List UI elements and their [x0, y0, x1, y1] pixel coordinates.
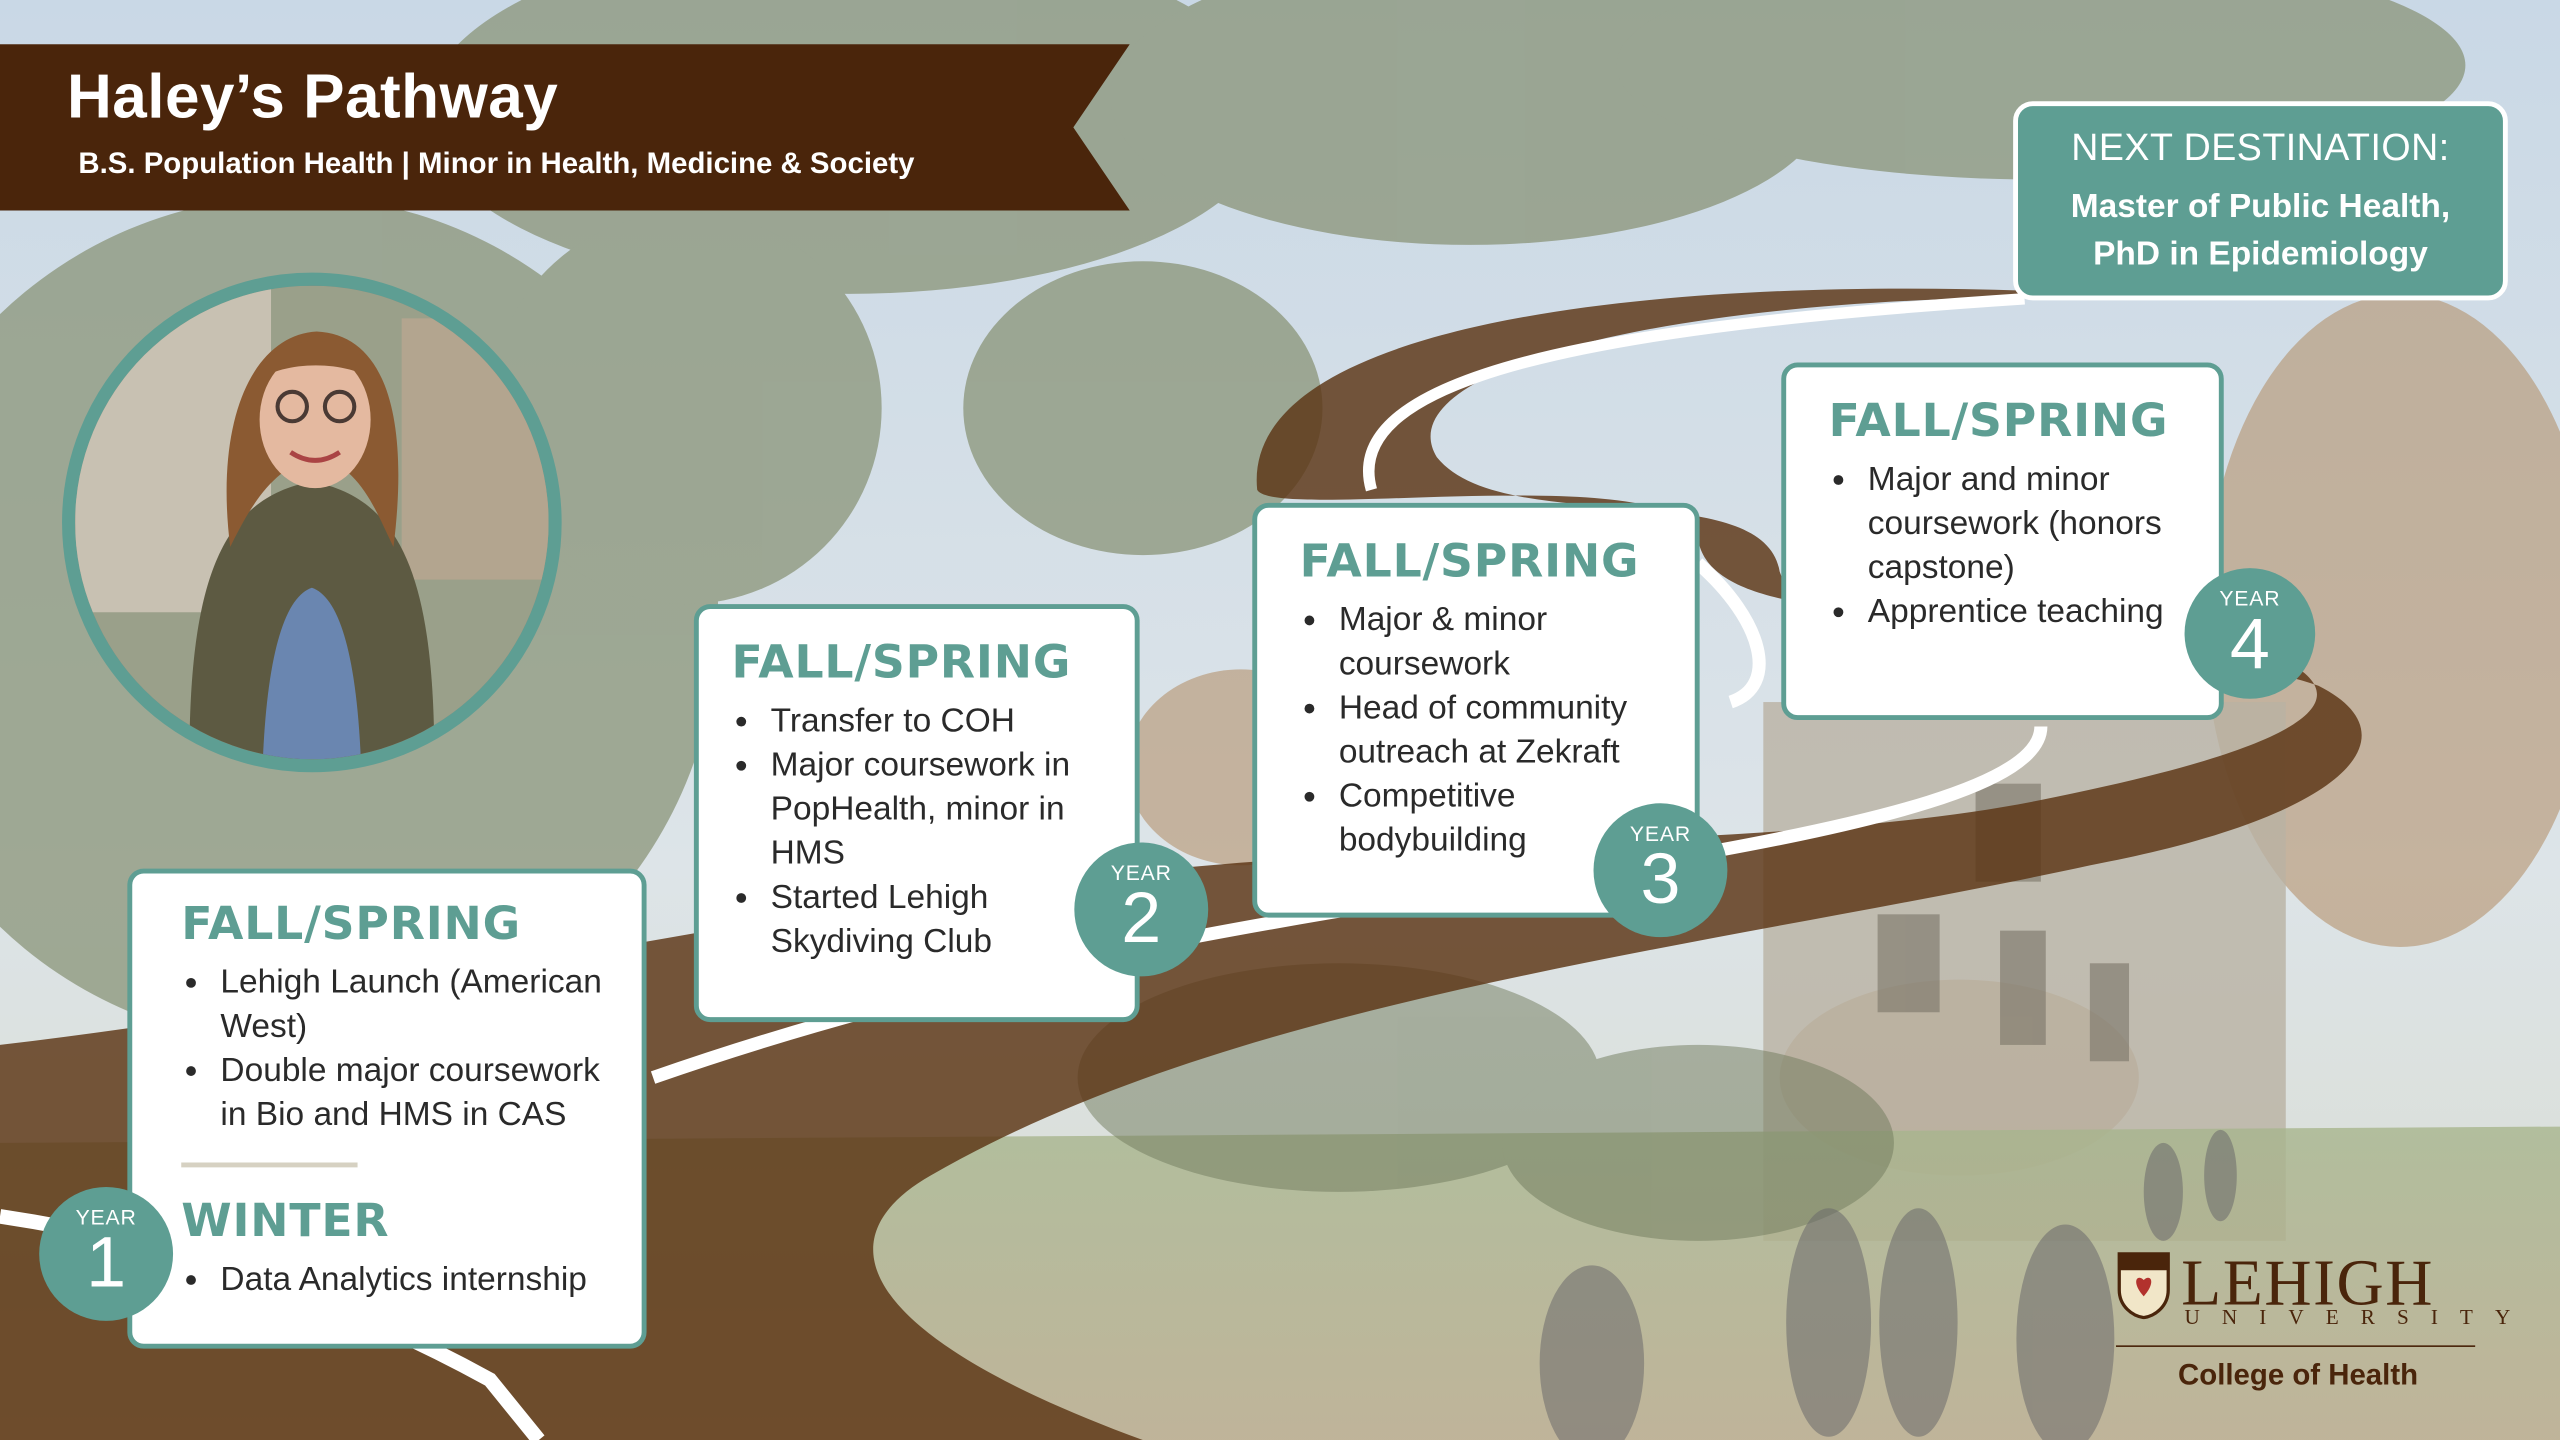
year-2-heading-fall-spring: FALL/SPRING — [731, 635, 1072, 689]
year-number: 1 — [86, 1222, 127, 1303]
year-3-heading-fall-spring: FALL/SPRING — [1299, 533, 1640, 588]
list-item: Apprentice teaching — [1865, 589, 2193, 633]
lehigh-logo: LEHIGH UNIVERSITY College of Health — [2113, 1244, 2510, 1407]
next-destination-line-1: Master of Public Health, — [2070, 187, 2451, 226]
year-4-badge: YEAR 4 — [2184, 568, 2316, 699]
page-title: Haley’s Pathway — [66, 63, 559, 133]
page-subtitle: B.S. Population Health | Minor in Health… — [78, 146, 915, 180]
list-item: Lehigh Launch (American West) — [217, 960, 615, 1048]
list-item: Major coursework in PopHealth, minor in … — [767, 743, 1118, 875]
year-label: YEAR — [2219, 586, 2281, 611]
year-4-list: Major and minor coursework (honors capst… — [1829, 457, 2193, 633]
header-banner: Haley’s Pathway B.S. Population Health |… — [0, 44, 1130, 211]
university-wordmark: UNIVERSITY — [2184, 1304, 2533, 1330]
year-4-card: FALL/SPRING Major and minor coursework (… — [1781, 362, 2224, 721]
year-2-list: Transfer to COH Major coursework in PopH… — [731, 699, 1118, 963]
student-portrait — [62, 272, 562, 773]
year-3-list: Major & minor coursework Head of communi… — [1300, 598, 1679, 862]
year-label: YEAR — [1629, 821, 1691, 846]
college-name: College of Health — [2178, 1358, 2419, 1392]
list-item: Competitive bodybuilding — [1336, 774, 1679, 862]
year-label: YEAR — [75, 1204, 137, 1230]
next-destination-line-2: PhD in Epidemiology — [2093, 235, 2428, 273]
list-item: Head of community outreach at Zekraft — [1336, 686, 1679, 774]
year-2-card: FALL/SPRING Transfer to COH Major course… — [693, 604, 1140, 1023]
next-destination-box: NEXT DESTINATION: Master of Public Healt… — [2013, 101, 2508, 301]
list-item: Started Lehigh Skydiving Club — [767, 875, 1118, 963]
next-destination-programs: Master of Public Health, PhD in Epidemio… — [2018, 183, 2503, 278]
year-2-badge: YEAR 2 — [1074, 842, 1209, 977]
list-item: Transfer to COH — [767, 699, 1118, 743]
year-1-winter-list: Data Analytics internship — [181, 1257, 615, 1301]
year-number: 3 — [1640, 839, 1681, 920]
lehigh-shield-icon — [2117, 1252, 2170, 1320]
year-1-heading-winter: WINTER — [181, 1193, 390, 1248]
year-number: 2 — [1121, 878, 1162, 959]
year-1-fall-spring-list: Lehigh Launch (American West) Double maj… — [181, 960, 615, 1136]
list-item: Double major coursework in Bio and HMS i… — [217, 1048, 615, 1136]
year-label: YEAR — [1110, 860, 1172, 885]
divider — [181, 1162, 358, 1168]
year-number: 4 — [2229, 604, 2270, 685]
logo-divider — [2115, 1345, 2476, 1347]
list-item: Major & minor coursework — [1336, 598, 1679, 686]
year-4-heading-fall-spring: FALL/SPRING — [1828, 393, 2169, 448]
portrait-image — [75, 285, 549, 760]
list-item: Major and minor coursework (honors capst… — [1865, 457, 2193, 589]
year-1-heading-fall-spring: FALL/SPRING — [181, 896, 521, 951]
year-1-badge: YEAR 1 — [39, 1186, 174, 1321]
year-1-card: FALL/SPRING Lehigh Launch (American West… — [127, 868, 647, 1349]
lehigh-wordmark: LEHIGH — [2181, 1245, 2435, 1320]
list-item: Data Analytics internship — [217, 1257, 615, 1301]
next-destination-label: NEXT DESTINATION: — [2071, 125, 2450, 169]
year-3-badge: YEAR 3 — [1593, 803, 1728, 938]
